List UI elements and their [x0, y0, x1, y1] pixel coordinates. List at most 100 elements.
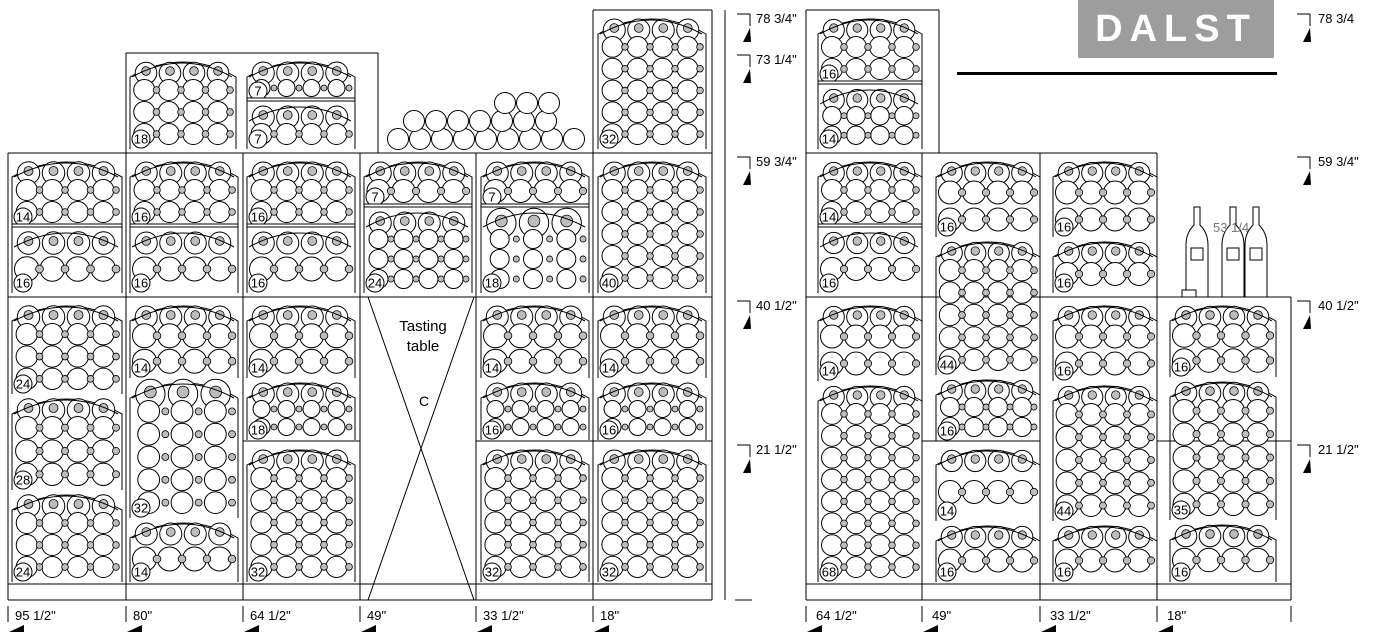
bottle-neck: [1006, 403, 1014, 411]
bottle-neck: [48, 236, 59, 246]
bottle-end: [938, 303, 962, 327]
count-circle: [937, 355, 957, 375]
bottle-neck: [512, 275, 520, 283]
bottle-neck: [270, 208, 278, 216]
bottle-end: [486, 400, 505, 418]
rack-arch: [819, 19, 919, 35]
bottle-end: [676, 467, 699, 490]
bottle-neck: [307, 166, 318, 176]
bottle-stack: [600, 323, 705, 374]
bottle-crown: [248, 305, 352, 329]
bottle-neck: [270, 496, 278, 505]
bottle-end: [183, 179, 206, 201]
bottle-neck: [86, 186, 95, 194]
bottle-neck: [671, 563, 679, 571]
bottle-end: [91, 416, 115, 440]
bottle-end: [1103, 448, 1127, 472]
bottle-end: [676, 36, 699, 58]
bottle-end: [300, 123, 323, 145]
bottle-end: [651, 57, 674, 80]
bottle-neck: [1099, 478, 1107, 487]
count-number: 16: [251, 210, 265, 225]
bottle-end: [1055, 425, 1079, 449]
bottle-end: [137, 468, 161, 492]
bottle-end: [393, 249, 414, 269]
bottle-neck: [864, 563, 872, 571]
bottle-neck: [516, 387, 527, 397]
bottle-crown: [13, 494, 119, 518]
count-number: 16: [1057, 565, 1071, 580]
brand-logo: DALST: [1078, 0, 1274, 58]
bottle-neck: [270, 405, 278, 413]
bottle-end: [484, 467, 507, 490]
bottle-end: [845, 201, 867, 223]
bottle-end: [626, 467, 649, 490]
bottle-crown: [819, 161, 919, 185]
bottle-end: [676, 511, 699, 534]
count-circle: [131, 273, 151, 293]
bottle-neck: [295, 84, 303, 92]
bottle-neck: [1147, 433, 1155, 442]
bottle-end: [1246, 492, 1270, 516]
bottle-end: [157, 101, 180, 123]
shelf-board: [480, 203, 590, 208]
bottle-neck: [1181, 529, 1191, 539]
bottle-crown: [248, 231, 352, 255]
bottle-end: [894, 125, 914, 145]
bottle-neck: [1266, 406, 1274, 415]
bottle-end: [653, 418, 672, 436]
bottle-end: [509, 511, 532, 534]
bottle-stack: [486, 400, 587, 436]
bottle-neck: [294, 264, 304, 274]
count-circle: [599, 562, 619, 582]
bottle-neck: [1192, 331, 1201, 340]
bottle-end: [516, 92, 538, 114]
bottle-neck: [23, 499, 34, 509]
bottle-end: [182, 79, 205, 101]
bottle-neck: [621, 252, 629, 260]
bottle-end: [651, 245, 674, 267]
bottle-neck: [269, 357, 279, 366]
bottle-end: [1103, 494, 1127, 518]
bottle-neck: [1098, 215, 1108, 224]
bottle-neck: [1005, 188, 1015, 197]
bottle-neck: [48, 166, 59, 176]
bottle-neck: [161, 453, 170, 461]
bottle-neck: [462, 255, 470, 263]
bottle-stack: [1055, 324, 1156, 376]
bottle-neck: [958, 311, 966, 319]
bottle-neck: [190, 527, 201, 537]
count-number: 24: [16, 565, 30, 580]
rack-arch: [365, 162, 469, 178]
rack-arch: [248, 383, 352, 399]
bottle-crown: [937, 379, 1037, 403]
bottle-neck: [399, 216, 410, 226]
bottle-neck: [331, 110, 342, 120]
bottle-neck: [609, 310, 620, 320]
bottle-neck: [1229, 386, 1239, 396]
bottle-end: [870, 106, 890, 126]
bottle-neck: [579, 496, 587, 505]
bottle-neck: [504, 423, 512, 431]
bottle-end: [538, 92, 560, 114]
width-arrow: [9, 625, 24, 632]
count-badge: 16: [937, 217, 957, 237]
count-badge: 32: [131, 498, 151, 518]
bottle-neck: [864, 432, 872, 440]
bottle-neck: [1266, 430, 1274, 439]
bottle-end: [92, 556, 115, 578]
bottle-neck: [671, 540, 679, 549]
bottle-neck: [621, 496, 629, 505]
bottle-end: [92, 323, 115, 346]
bottle-neck: [1075, 456, 1083, 464]
bottle-end: [416, 179, 441, 203]
width-label: 33 1/2": [1050, 608, 1091, 623]
bottle-end: [1246, 399, 1270, 423]
bottle-end: [182, 101, 205, 123]
width-label: 49": [932, 608, 951, 623]
bottle-neck: [412, 275, 420, 283]
bottle-neck: [1098, 332, 1108, 341]
bottle-neck: [852, 23, 862, 33]
bottle-neck: [840, 519, 848, 528]
bottle-neck: [911, 264, 921, 274]
